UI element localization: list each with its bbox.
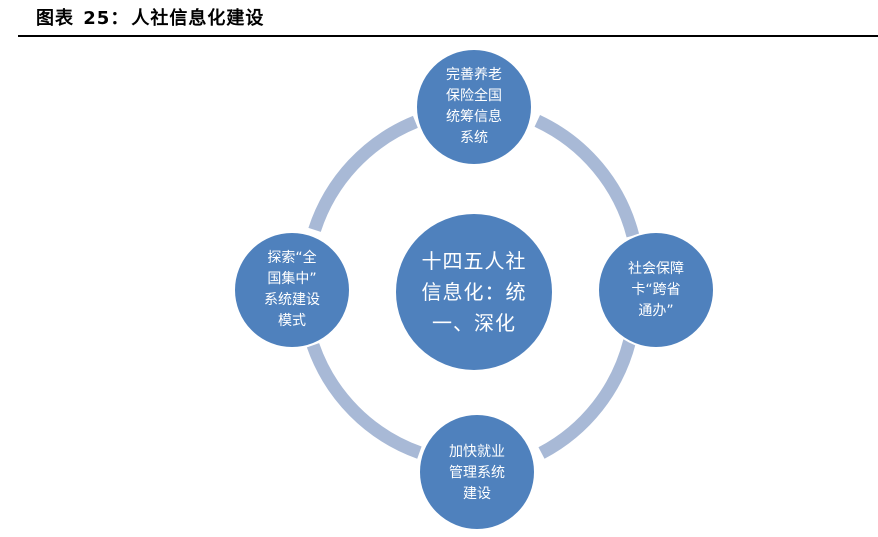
node-label-line: 探索“全 [267,250,317,266]
title-underline [18,35,878,37]
node-label-line: 管理系统 [449,464,505,481]
node-label-line: 加快就业 [449,443,505,460]
figure-title-text: 人社信息化建设 [131,8,265,29]
node-label-line: 统筹信息 [446,109,502,125]
node-label-right: 社会保障 卡“跨省 通办” [606,255,706,325]
center-circle [394,212,554,372]
node-label-line: 系统 [460,130,488,146]
node-label-line: 完善养老 [446,67,502,83]
center-label: 十四五人社 信息化：统 一、深化 [404,242,544,342]
node-circle-right [597,231,715,349]
node-circle-top [415,48,533,166]
node-label-line: 模式 [278,313,306,329]
node-circle-bottom [418,413,536,531]
node-label-top: 完善养老 保险全国 统筹信息 系统 [424,62,524,152]
node-label-line: 保险全国 [446,88,502,104]
node-label-line: 社会保障 [628,260,684,277]
center-label-line: 十四五人社 [421,248,527,273]
figure-title-prefix: 图表 [36,8,74,29]
node-circle-left [233,231,351,349]
ring-arc-right-bottom [538,339,637,459]
ring-arc-left-top [308,115,418,232]
ring-arc-top-right [534,115,640,238]
center-label-line: 一、深化 [432,310,516,335]
figure-title-number: 25： [83,8,130,29]
node-label-line: 建设 [463,485,491,502]
node-label-bottom: 加快就业 管理系统 建设 [427,438,527,508]
node-label-line: 通办” [638,302,674,319]
node-label-line: 卡“跨省 [631,281,681,298]
center-label-line: 信息化：统 [421,279,527,304]
node-label-line: 国集中” [267,271,317,287]
figure-title: 图表 25：人社信息化建设 [36,4,264,30]
ring-arc-bottom-left [306,343,422,459]
node-label-left: 探索“全 国集中” 系统建设 模式 [242,245,342,335]
node-label-line: 系统建设 [264,292,320,308]
